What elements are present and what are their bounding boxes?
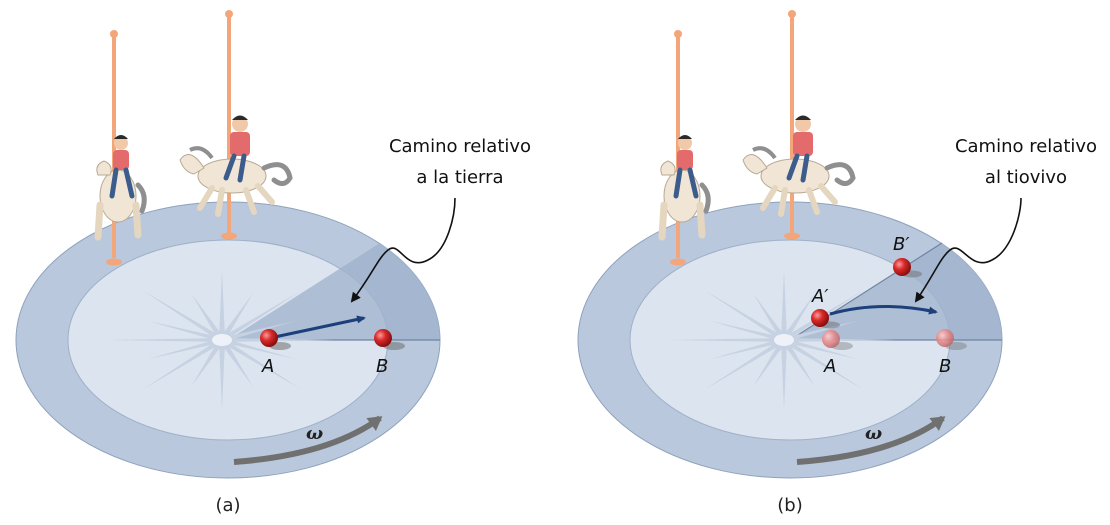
compass-center: [212, 334, 232, 346]
omega-label: ω: [865, 423, 882, 444]
omega-label: ω: [306, 423, 323, 444]
sector-wedge: [790, 243, 1003, 340]
ghost-ball-B: [936, 329, 954, 347]
label-B-prime: B′: [893, 234, 909, 255]
ball-B-prime: [893, 258, 911, 276]
rotation-arrow: [233, 415, 383, 465]
callout-leader: [914, 197, 1022, 303]
carousel-pole-icon: [670, 10, 800, 266]
label-B: B: [376, 356, 388, 377]
compass-star-icon: [110, 270, 334, 410]
caption-a: (a): [215, 495, 240, 516]
ball-B: [374, 329, 392, 347]
label-A-prime: A′: [811, 286, 828, 307]
rotation-arrow: [796, 415, 946, 465]
callout-line-2: a la tierra: [416, 167, 503, 188]
ball-A: [260, 329, 278, 347]
path-arrow: [269, 315, 366, 340]
compass-star-icon: [672, 270, 896, 410]
panel-b: A B A′ B′ Camino relativo al tiovivo ω (…: [577, 10, 1097, 516]
relative-path-arrow: [829, 304, 938, 316]
callout-line-1: Camino relativo: [955, 136, 1097, 157]
panel-a: A B Camino relativo a la tierra ω (a): [15, 10, 531, 516]
label-A: A: [261, 356, 274, 377]
compass-center: [774, 334, 794, 346]
ghost-ball-A: [822, 330, 840, 348]
label-A: A: [823, 356, 836, 377]
callout-line-1: Camino relativo: [389, 136, 531, 157]
rider-icon: [109, 115, 250, 199]
carousel-pole-icon: [106, 10, 237, 266]
ball-A-prime: [811, 309, 829, 327]
rider-icon: [673, 115, 813, 199]
horse-icon: [658, 146, 856, 241]
callout-leader: [350, 197, 456, 303]
label-B: B: [939, 356, 951, 377]
sector-wedge: [228, 243, 441, 340]
callout-line-2: al tiovivo: [985, 167, 1067, 188]
caption-b: (b): [777, 495, 802, 516]
